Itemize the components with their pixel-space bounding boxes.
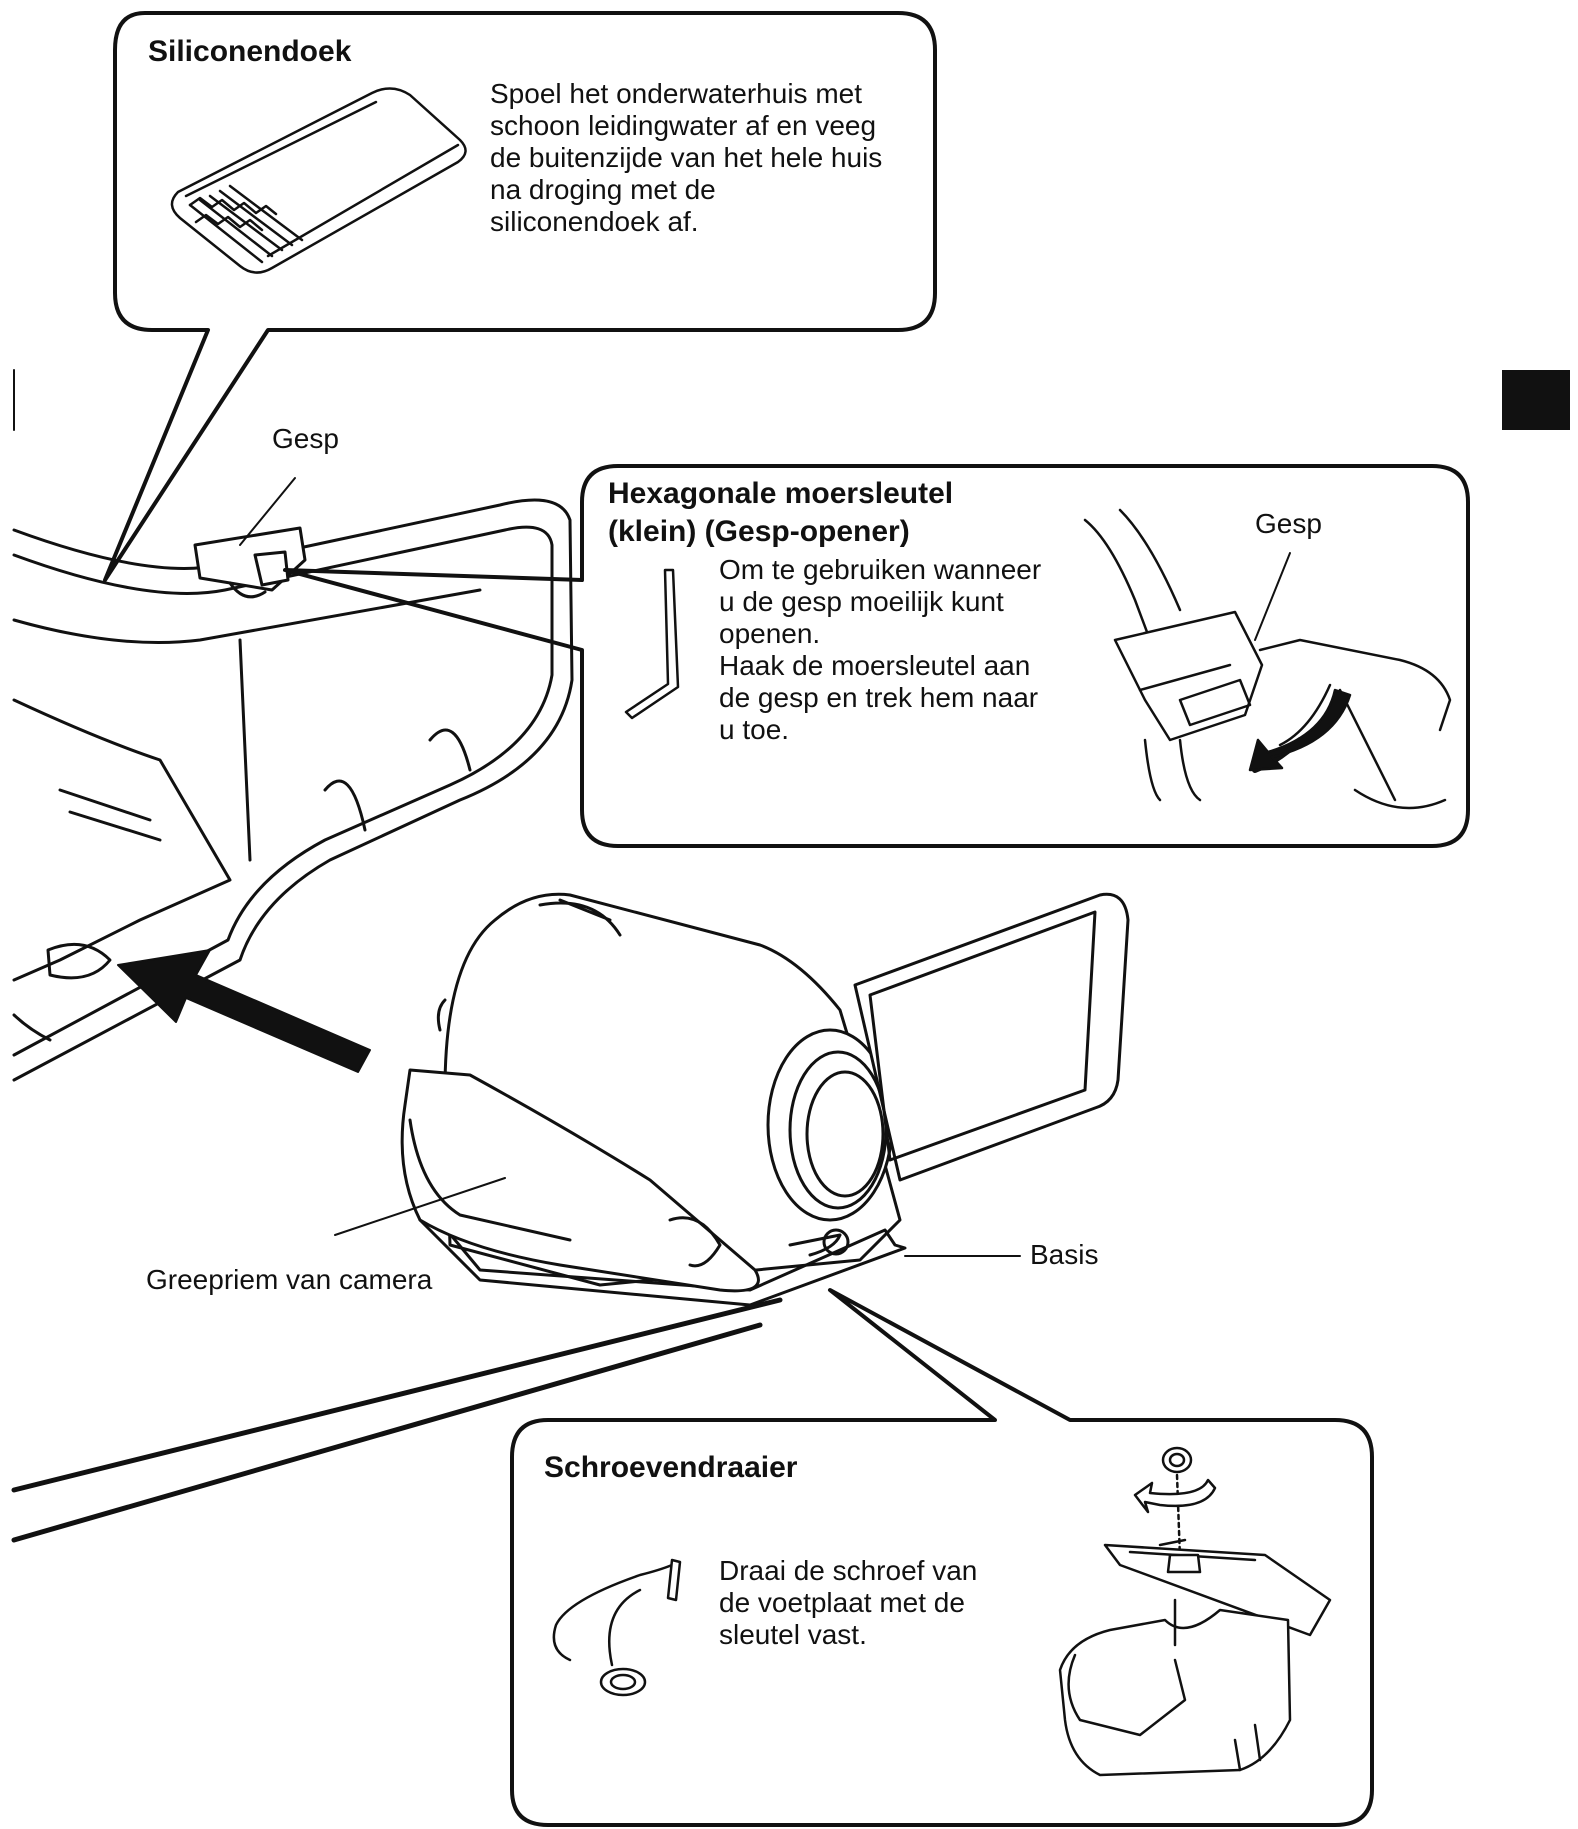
hex-wrench-illustration bbox=[624, 568, 680, 720]
callout-cloth-frame bbox=[103, 11, 937, 582]
base-plate-screw-illustration bbox=[1058, 1446, 1332, 1777]
callout-wrench-frame bbox=[283, 464, 1470, 848]
screwdriver-illustration bbox=[552, 1558, 682, 1697]
screwdriver-pointer-lines bbox=[11, 1297, 783, 1543]
grip-strap-leader bbox=[334, 1177, 506, 1236]
silicone-cloth-illustration bbox=[170, 87, 467, 274]
buckle-opening-illustration bbox=[1083, 508, 1452, 810]
underwater-housing-illustration bbox=[12, 498, 574, 1082]
label-grip-strap: Greepriem van camera bbox=[146, 1264, 433, 1295]
callout-wrench-title-line1: Hexagonale moersleutel bbox=[608, 477, 954, 510]
pull-arrow bbox=[1248, 688, 1352, 772]
camcorder-illustration bbox=[400, 892, 1130, 1307]
callout-screwdriver-title: Schroevendraaier bbox=[544, 1451, 798, 1484]
callout-wrench-buckle-leader bbox=[1254, 552, 1291, 641]
callout-screwdriver-frame bbox=[510, 1288, 1374, 1827]
callout-wrench-text: Om te gebruiken wanneer u de gesp moeili… bbox=[719, 554, 1042, 745]
buckle-leader-line bbox=[239, 477, 296, 546]
callout-cloth-text: Spoel het onderwaterhuis met schoon leid… bbox=[490, 78, 883, 237]
label-buckle: Gesp bbox=[272, 423, 339, 454]
label-base: Basis bbox=[1030, 1239, 1099, 1270]
insert-arrow bbox=[117, 949, 371, 1073]
callout-wrench-title-line2: (klein) (Gesp-opener) bbox=[608, 515, 910, 548]
callout-screwdriver-text: Draai de schroef van de voetplaat met de… bbox=[719, 1555, 978, 1650]
callout-wrench-detail-label: Gesp bbox=[1255, 508, 1322, 539]
rotate-arrow bbox=[1133, 1478, 1217, 1514]
callout-cloth-title: Siliconendoek bbox=[148, 35, 352, 68]
section-tab-marker bbox=[1502, 370, 1570, 430]
